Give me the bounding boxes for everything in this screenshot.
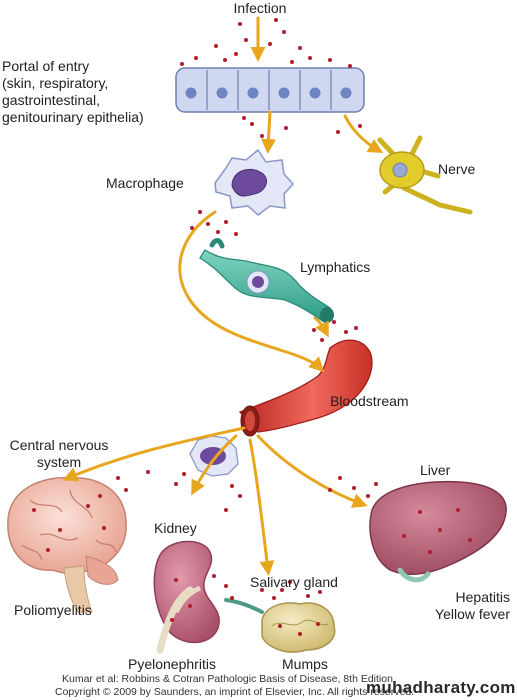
liver-organ — [369, 480, 507, 583]
bloodstream-label: Bloodstream — [330, 393, 409, 409]
pyelonephritis-label: Pyelonephritis — [128, 656, 216, 672]
cns-label-line1: Central nervous — [9, 437, 109, 453]
yellow-fever-label: Yellow fever — [435, 606, 510, 622]
kidney-label: Kidney — [154, 520, 197, 536]
portal-detail-line1: (skin, respiratory, — [2, 75, 109, 91]
salivary-gland-organ — [224, 598, 336, 653]
macrophage-label: Macrophage — [106, 175, 184, 191]
portal-detail-line3: genitourinary epithelia) — [2, 109, 144, 125]
watermark-logo: muhadharaty.com — [366, 678, 516, 697]
portal-title-label: Portal of entry — [2, 58, 90, 74]
mumps-label: Mumps — [282, 656, 328, 672]
pathogen-particles — [32, 18, 472, 636]
flow-arrows — [62, 16, 384, 576]
kidney-organ — [153, 540, 220, 654]
lymphatics-label: Lymphatics — [300, 259, 371, 275]
salivary-gland-label: Salivary gland — [250, 574, 338, 590]
nerve-cell — [377, 135, 473, 215]
lymphatic-vessel — [199, 238, 334, 323]
hepatitis-label: Hepatitis — [455, 589, 510, 605]
nerve-label: Nerve — [438, 161, 476, 177]
liver-label: Liver — [420, 462, 451, 478]
cns-label-line2: system — [36, 454, 82, 470]
blood-vessel — [238, 339, 373, 437]
infection-label: Infection — [233, 0, 287, 16]
macrophage-cell — [214, 148, 295, 216]
epithelium-cells — [175, 67, 365, 113]
credit-line2: Copyright © 2009 by Saunders, an imprint… — [55, 686, 415, 698]
brain-organ — [7, 477, 127, 613]
poliomyelitis-label: Poliomyelitis — [14, 602, 92, 618]
credit-line1: Kumar et al: Robbins & Cotran Pathologic… — [62, 673, 396, 685]
portal-detail-line2: gastrointestinal, — [2, 92, 101, 108]
